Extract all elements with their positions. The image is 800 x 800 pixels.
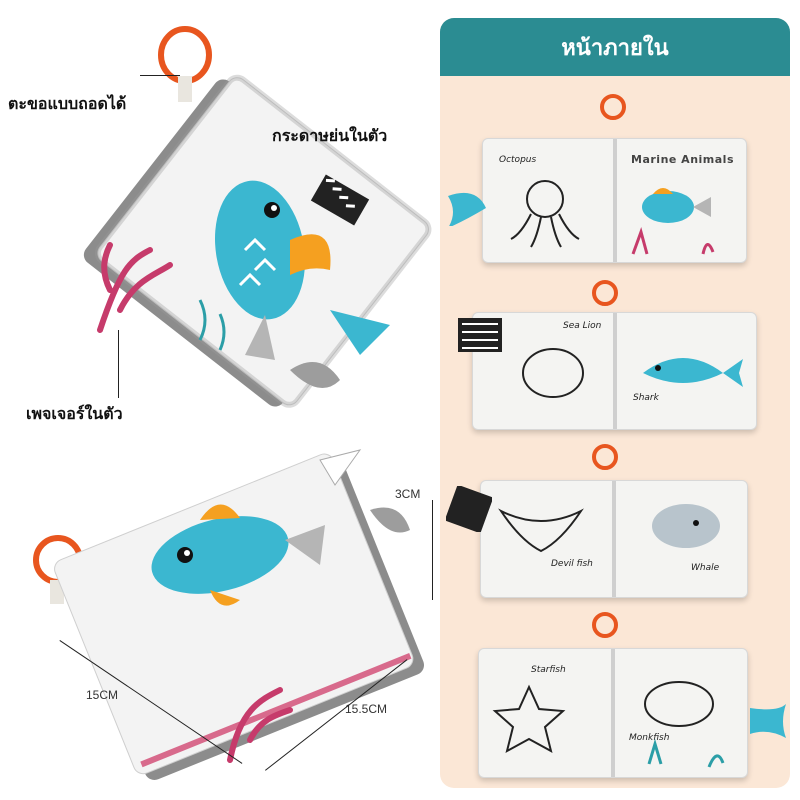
callout-crinkle-paper: กระดาษย่นในตัว: [272, 126, 388, 145]
panel-title: หน้าภายใน: [440, 18, 790, 76]
devil-fish-icon: [498, 508, 584, 553]
spread-octopus: Octopus Marine Animals: [440, 94, 790, 269]
book-bottom-illustration: [33, 449, 425, 780]
leader-line: [118, 330, 119, 398]
stripe-tag-icon: [446, 486, 492, 532]
spread-right-label: Monkfish: [629, 733, 670, 743]
shark-icon: [643, 358, 723, 383]
starfish-icon: [492, 684, 566, 753]
callout-detachable-hook: ตะขอแบบถอดได้: [8, 94, 127, 113]
dimension-thickness: 3CM: [395, 487, 421, 501]
hook-ring-icon: [600, 94, 626, 120]
spread-right-label: Whale: [691, 563, 720, 573]
monkfish-icon: [644, 681, 714, 727]
stripe-tag-icon: [458, 318, 502, 352]
dimension-length: 15.5CM: [345, 702, 388, 716]
hook-ring-icon: [592, 280, 618, 306]
spread-sea-lion: Sea Lion Shark: [440, 270, 790, 435]
fin-tag-icon: [448, 193, 486, 226]
dimension-line: [432, 500, 433, 600]
spread-right-label: Marine Animals: [631, 153, 735, 166]
book-top-illustration: [83, 26, 432, 408]
hook-ring-icon: [592, 444, 618, 470]
spread-devil-fish: Devil fish Whale: [440, 436, 790, 606]
spread-starfish: Starfish Monkfish: [440, 606, 790, 788]
plush-fish-icon: [151, 504, 325, 606]
leader-line: [140, 75, 180, 76]
plush-fish-icon: [214, 180, 331, 360]
hook-ring-icon: [592, 612, 618, 638]
spread-left-label: Octopus: [499, 155, 537, 165]
spread-left-label: Starfish: [531, 665, 566, 675]
fin-tag-icon: [750, 704, 786, 738]
whale-icon: [652, 504, 720, 548]
spread-left-label: Devil fish: [551, 559, 593, 569]
dimension-width: 15CM: [86, 688, 119, 702]
spread-left-label: Sea Lion: [563, 321, 602, 331]
spread-right-label: Shark: [633, 393, 659, 403]
inner-pages-panel: หน้าภายใน Octopus Marine Animals Sea Lio…: [440, 18, 790, 788]
fish-icon: [642, 191, 694, 223]
callout-built-in-teether: เพจเจอร์ในตัว: [26, 404, 123, 423]
hook-ring-icon: [158, 26, 212, 84]
